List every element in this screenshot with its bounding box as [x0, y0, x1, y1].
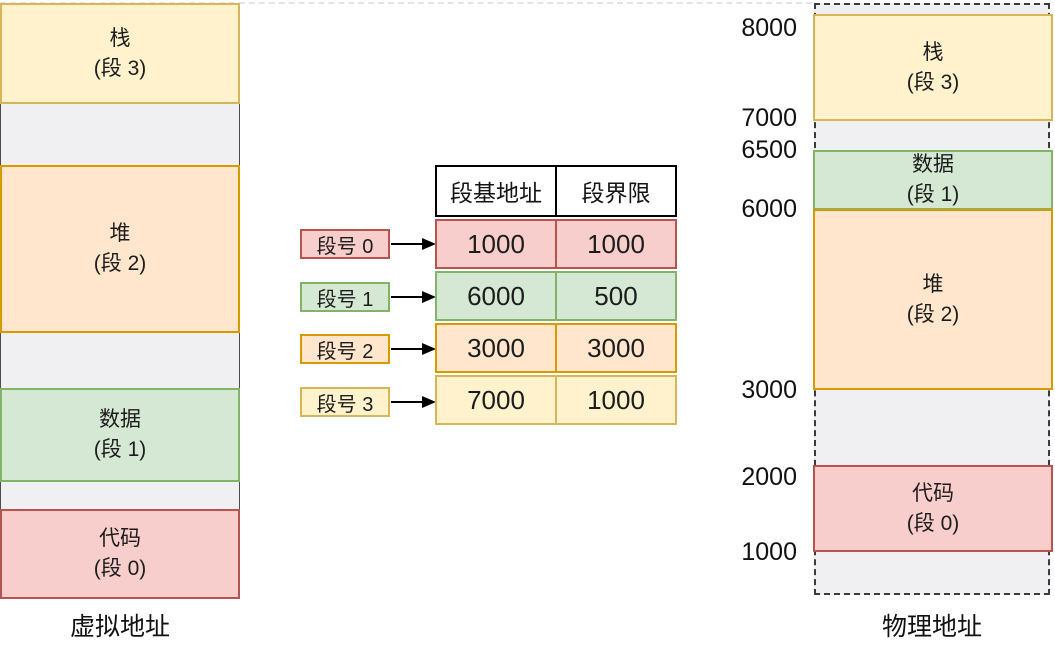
address-mark-7000: 7000 — [741, 104, 797, 132]
vm-gap-2 — [0, 332, 240, 389]
segment-table-header-row: 段基地址 段界限 — [435, 165, 677, 217]
arrow-icon — [391, 238, 436, 250]
pm-segment-code-name: 代码 — [912, 481, 954, 505]
physical-address-caption: 物理地址 — [881, 613, 982, 641]
vm-segment-heap: 堆 (段 2) — [0, 165, 240, 333]
pm-segment-data: 数据 (段 1) — [813, 150, 1053, 210]
vm-segment-heap-number: (段 2) — [93, 252, 147, 275]
segment-2-base: 3000 — [435, 323, 557, 373]
segment-3-limit: 1000 — [555, 375, 677, 425]
segment-label-2: 段号 2 — [300, 334, 390, 364]
vm-segment-stack-number: (段 3) — [93, 56, 147, 80]
vm-gap-1 — [0, 103, 240, 166]
segment-0-limit: 1000 — [555, 219, 677, 269]
table-row: 1000 1000 — [435, 219, 677, 269]
vm-segment-code: 代码 (段 0) — [0, 509, 240, 599]
pm-segment-stack-number: (段 3) — [906, 70, 960, 94]
segment-table: 段基地址 段界限 1000 1000 6000 500 3000 3000 70… — [435, 165, 677, 425]
segment-label-1: 段号 1 — [300, 282, 390, 312]
virtual-address-caption: 虚拟地址 — [69, 613, 170, 641]
arrow-icon — [391, 396, 436, 408]
segment-2-limit: 3000 — [555, 323, 677, 373]
segment-label-3: 段号 3 — [300, 387, 390, 417]
segment-1-limit: 500 — [555, 271, 677, 321]
pm-segment-code-number: (段 0) — [906, 511, 960, 535]
pm-segment-heap-name: 堆 — [922, 272, 944, 296]
table-row: 6000 500 — [435, 271, 677, 321]
pm-segment-code: 代码 (段 0) — [813, 465, 1053, 552]
vm-segment-stack-name: 栈 — [109, 26, 131, 50]
address-mark-8000: 8000 — [741, 14, 797, 42]
vm-segment-data: 数据 (段 1) — [0, 388, 240, 482]
pm-segment-data-number: (段 1) — [906, 183, 960, 206]
vm-segment-code-name: 代码 — [99, 527, 141, 550]
address-mark-1000: 1000 — [741, 538, 797, 566]
pm-segment-heap-number: (段 2) — [906, 302, 960, 326]
segment-0-base: 1000 — [435, 219, 557, 269]
segment-1-base: 6000 — [435, 271, 557, 321]
address-mark-6000: 6000 — [741, 195, 797, 223]
segment-table-header-limit: 段界限 — [555, 165, 677, 217]
faint-dashed-line — [0, 2, 812, 4]
address-mark-2000: 2000 — [741, 463, 797, 491]
arrow-icon — [391, 291, 436, 303]
vm-segment-heap-name: 堆 — [109, 222, 131, 245]
table-row: 3000 3000 — [435, 323, 677, 373]
address-mark-3000: 3000 — [741, 376, 797, 404]
arrow-icon — [391, 343, 436, 355]
pm-segment-stack-name: 栈 — [922, 40, 944, 64]
vm-gap-3 — [0, 481, 240, 510]
segment-3-base: 7000 — [435, 375, 557, 425]
vm-segment-data-name: 数据 — [99, 408, 141, 431]
pm-segment-data-name: 数据 — [912, 153, 954, 176]
vm-segment-code-number: (段 0) — [93, 557, 147, 580]
segment-label-0: 段号 0 — [300, 229, 390, 259]
pm-segment-stack: 栈 (段 3) — [813, 14, 1053, 121]
pm-segment-heap: 堆 (段 2) — [813, 209, 1053, 390]
vm-segment-stack: 栈 (段 3) — [0, 3, 240, 104]
table-row: 7000 1000 — [435, 375, 677, 425]
vm-segment-data-number: (段 1) — [93, 438, 147, 461]
segment-table-header-base: 段基地址 — [435, 165, 557, 217]
address-mark-6500: 6500 — [741, 136, 797, 164]
